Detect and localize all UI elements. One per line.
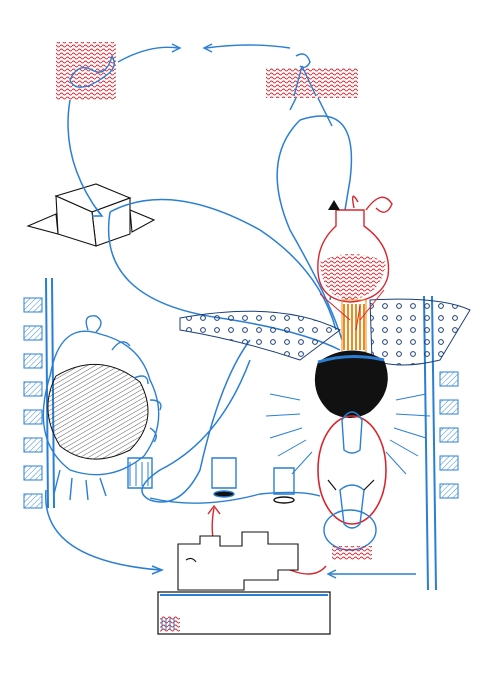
hatched-turtle-creature	[42, 315, 162, 501]
black-insect-body	[314, 289, 388, 418]
cylinder-posts	[127, 457, 321, 504]
orange-stem	[341, 299, 367, 353]
red-oval-figure	[317, 411, 387, 560]
folded-paper-form	[26, 183, 156, 247]
dotted-wing-band	[179, 298, 471, 366]
top-arrows	[117, 43, 291, 63]
left-blue-ruler	[23, 277, 55, 509]
right-blue-ruler	[423, 295, 459, 591]
red-hatched-block-top-right	[266, 53, 358, 127]
red-hatched-block-top-left	[56, 42, 116, 100]
red-flask-with-handles	[317, 195, 393, 303]
bottom-machine	[177, 531, 299, 591]
radiating-lines	[265, 393, 431, 475]
bottom-white-panel	[157, 591, 331, 635]
right-arrow	[326, 569, 416, 579]
